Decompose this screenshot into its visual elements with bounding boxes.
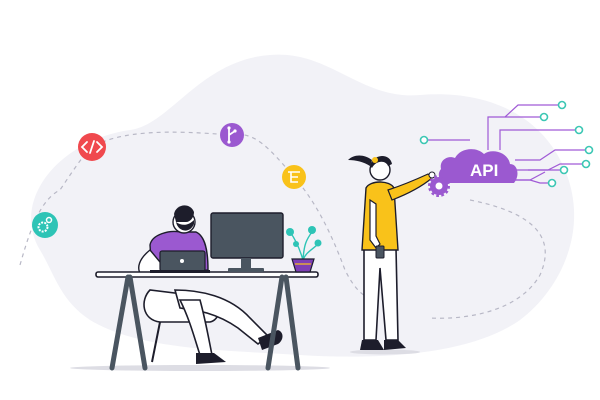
api-label: API bbox=[470, 161, 498, 180]
code-icon bbox=[78, 133, 106, 161]
gear-icon bbox=[32, 212, 58, 238]
circuit-nodes bbox=[419, 100, 594, 188]
man-developer bbox=[138, 205, 283, 364]
hierarchy-icon bbox=[282, 165, 306, 189]
dashed-connection-path-right bbox=[429, 199, 546, 319]
floor-shadow bbox=[70, 365, 330, 371]
desktop-monitor bbox=[210, 212, 284, 272]
desk bbox=[95, 271, 319, 371]
api-cloud: API bbox=[438, 149, 518, 183]
circuit-lines bbox=[420, 104, 585, 184]
laptop bbox=[150, 250, 210, 273]
background-blob bbox=[31, 54, 575, 357]
gear-icon bbox=[428, 175, 450, 197]
floor-shadow-woman bbox=[350, 349, 420, 355]
plant bbox=[286, 226, 322, 273]
git-branch-icon bbox=[220, 123, 244, 147]
woman-presenter bbox=[348, 155, 436, 350]
